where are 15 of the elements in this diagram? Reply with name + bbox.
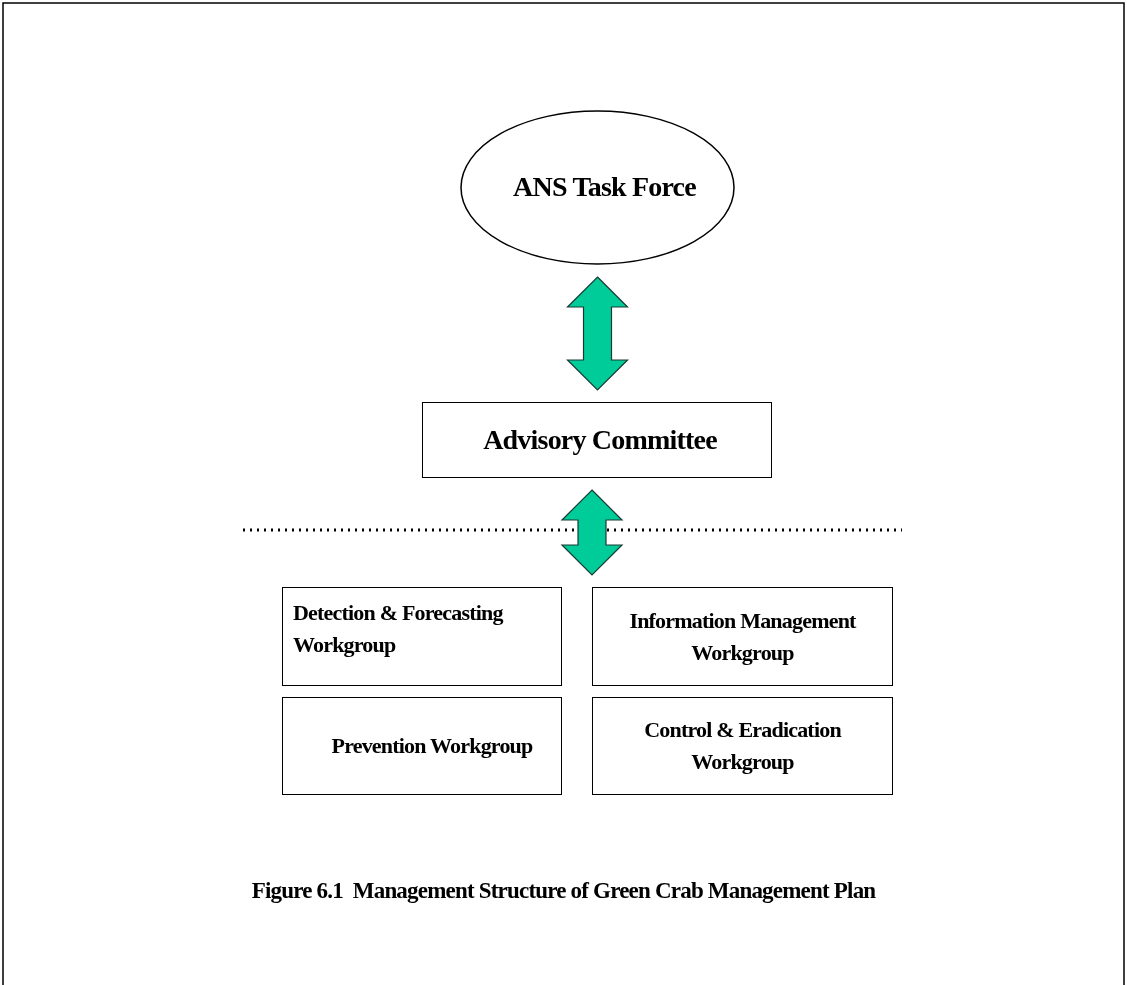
workgroup-box — [282, 697, 562, 795]
committee-box — [422, 402, 772, 478]
double-block-arrow — [566, 276, 629, 391]
figure-caption: Figure 6.1 Management Structure of Green Crab Management Plan — [250, 878, 877, 904]
node-label: Control & Eradication Workgroup — [643, 716, 843, 776]
ellipse-node — [460, 110, 735, 265]
workgroup-box — [592, 587, 893, 686]
node-label: Advisory Committee — [482, 422, 717, 457]
node-label: Information Management Workgroup — [628, 606, 857, 667]
double-block-arrow — [560, 489, 624, 576]
workgroup-box — [592, 697, 893, 795]
node-label: Detection & Forecasting Workgroup — [292, 598, 505, 659]
node-label: Prevention Workgroup — [330, 732, 533, 761]
node-label: ANS Task Force — [512, 170, 696, 205]
workgroup-box — [282, 587, 562, 686]
